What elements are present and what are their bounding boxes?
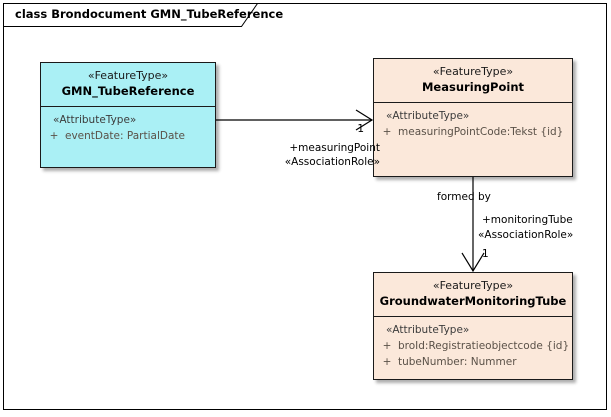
association-multiplicity-measuringpoint: 1 xyxy=(357,123,364,135)
diagram-frame xyxy=(3,3,607,410)
class-attributes-groundwatermonitoringtube: «AttributeType» + broId:Registratieobjec… xyxy=(374,317,572,376)
class-name: GMN_TubeReference xyxy=(61,84,195,98)
attribute-row: + eventDate: PartialDate xyxy=(43,128,213,144)
class-header-measuringpoint: «FeatureType» MeasuringPoint xyxy=(374,59,572,103)
attribute-row: + broId:Registratieobjectcode {id} xyxy=(376,338,570,354)
attribute-text: tubeNumber: Nummer xyxy=(398,356,517,368)
attribute-text: broId:Registratieobjectcode {id} xyxy=(398,340,570,352)
attribute-text: eventDate: PartialDate xyxy=(65,130,185,142)
attribute-visibility: + xyxy=(382,126,392,138)
attribute-row: + measuringPointCode:Tekst {id} xyxy=(376,124,570,140)
association-stereotype-measuringpoint: «AssociationRole» xyxy=(284,156,380,168)
association-name-formed-by: formed by xyxy=(437,191,491,203)
class-stereotype: «FeatureType» xyxy=(432,65,514,78)
attribute-row: + tubeNumber: Nummer xyxy=(376,354,570,370)
class-stereotype: «FeatureType» xyxy=(432,279,514,292)
class-stereotype: «FeatureType» xyxy=(87,69,169,82)
attribute-visibility: + xyxy=(382,340,392,352)
class-header-gmn-tubereference: «FeatureType» GMN_TubeReference xyxy=(41,63,215,107)
class-attributes-measuringpoint: «AttributeType» + measuringPointCode:Tek… xyxy=(374,103,572,146)
diagram-frame-tab: class Brondocument GMN_TubeReference xyxy=(3,3,283,27)
class-header-groundwatermonitoringtube: «FeatureType» GroundwaterMonitoringTube xyxy=(374,273,572,317)
class-name: MeasuringPoint xyxy=(421,80,525,94)
association-role-measuringpoint: +measuringPoint xyxy=(289,142,380,154)
diagram-title: class Brondocument GMN_TubeReference xyxy=(15,7,284,21)
attribute-stereotype: «AttributeType» xyxy=(386,110,470,122)
class-box-measuringpoint[interactable]: «FeatureType» MeasuringPoint «AttributeT… xyxy=(373,58,573,177)
association-stereotype-monitoringtube: «AssociationRole» xyxy=(478,229,574,241)
attribute-visibility: + xyxy=(49,130,59,142)
attribute-text: measuringPointCode:Tekst {id} xyxy=(398,126,564,138)
class-box-groundwatermonitoringtube[interactable]: «FeatureType» GroundwaterMonitoringTube … xyxy=(373,272,573,380)
attribute-stereotype: «AttributeType» xyxy=(386,324,470,336)
association-multiplicity-monitoringtube: 1 xyxy=(482,248,489,260)
class-box-gmn-tubereference[interactable]: «FeatureType» GMN_TubeReference «Attribu… xyxy=(40,62,216,168)
attribute-stereotype: «AttributeType» xyxy=(53,114,137,126)
class-attributes-gmn-tubereference: «AttributeType» + eventDate: PartialDate xyxy=(41,107,215,150)
association-role-monitoringtube: +monitoringTube xyxy=(482,214,573,226)
class-name: GroundwaterMonitoringTube xyxy=(379,294,567,308)
attribute-visibility: + xyxy=(382,356,392,368)
